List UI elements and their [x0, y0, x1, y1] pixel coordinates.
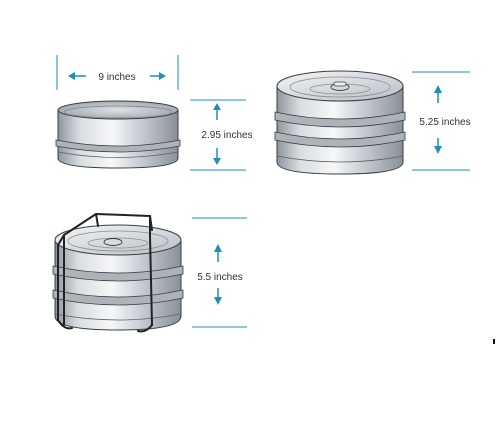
- width-label: 9 inches: [98, 72, 135, 83]
- single-height-label: 2.95 inches: [201, 130, 252, 141]
- double-height-dimension: [412, 71, 470, 171]
- single-height-dimension: [190, 99, 246, 171]
- edge-mark: [493, 339, 495, 344]
- single-insert-body: [57, 109, 179, 169]
- stacked-insert-with-lid: 5.25 inches: [274, 70, 471, 175]
- width-dimension: [56, 55, 179, 90]
- rack-handle: [57, 213, 153, 333]
- rack-height-label: 5.5 inches: [197, 272, 243, 283]
- double-height-label: 5.25 inches: [419, 117, 470, 128]
- stacked-insert-with-rack: 5.5 inches: [52, 213, 247, 333]
- rack-height-dimension: [192, 217, 247, 328]
- single-insert: 9 inches 2.95 inches: [55, 55, 253, 171]
- single-insert-rim: [57, 100, 179, 120]
